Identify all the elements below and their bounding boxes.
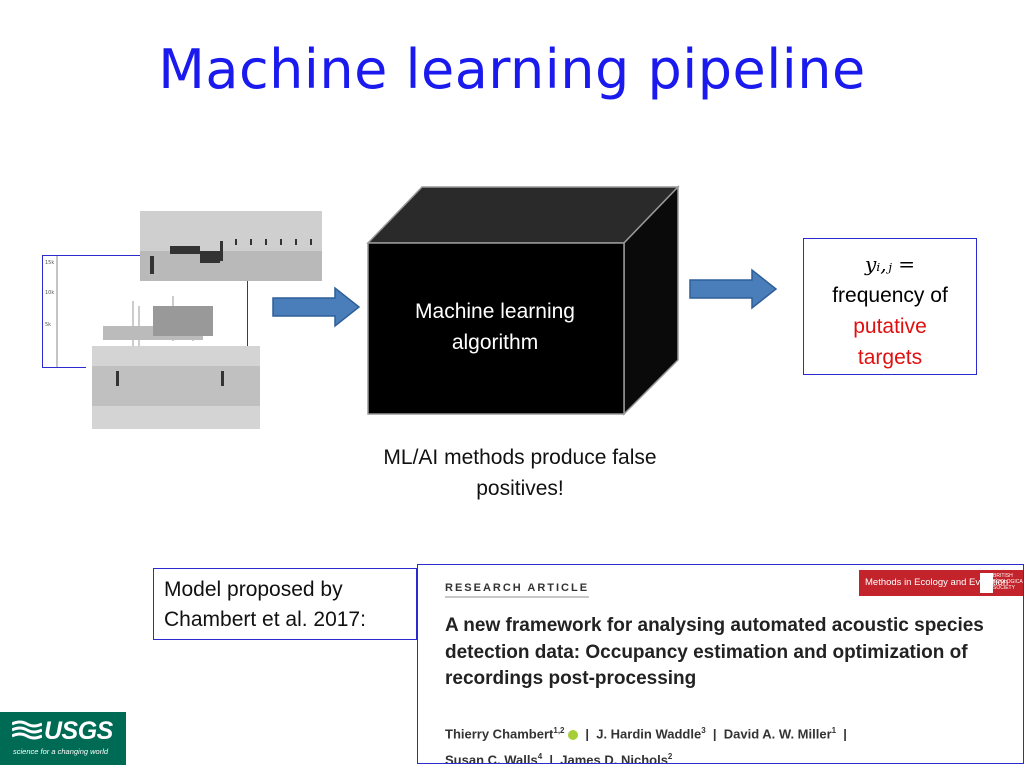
axis-tick-5k: 5k <box>45 322 51 328</box>
model-reference-box: Model proposed by Chambert et al. 2017: <box>153 568 417 640</box>
author-affiliation: 3 <box>701 726 706 735</box>
author-name: David A. W. Miller <box>723 726 832 742</box>
article-type-label: RESEARCH ARTICLE <box>445 582 590 598</box>
usgs-wave-icon <box>12 720 42 740</box>
orcid-icon <box>568 729 579 740</box>
author-name: Susan C. Walls <box>445 752 538 764</box>
usgs-wordmark: USGS <box>44 717 113 745</box>
axis-tick-10k: 10k <box>45 290 54 296</box>
usgs-logo: USGS science for a changing world <box>0 712 126 765</box>
paper-title: A new framework for analysing automated … <box>445 615 984 689</box>
author-name: J. Hardin Waddle <box>596 726 702 742</box>
model-line2: Chambert et al. 2017: <box>164 608 366 631</box>
algorithm-label-line1: Machine learning <box>415 300 575 323</box>
society-name: BRITISH ECOLOGICAL SOCIETY <box>993 573 1024 591</box>
arrow-to-output <box>688 268 778 310</box>
arrow-to-algorithm <box>271 286 361 328</box>
usgs-tagline: science for a changing world <box>13 747 109 756</box>
cube-icon <box>366 185 680 416</box>
axis-tick-15k: 15k <box>45 260 54 266</box>
spectrogram-front-image <box>86 346 260 429</box>
page-title: Machine learning pipeline <box>158 38 866 101</box>
output-formula: yᵢ,ⱼ = <box>864 252 916 276</box>
author-affiliation: 2 <box>667 752 673 762</box>
spectrogram-top <box>140 211 322 281</box>
author-list: Thierry Chambert1,2 | J. Hardin Waddle3 … <box>445 719 1020 764</box>
algorithm-label: Machine learning algorithm <box>368 296 622 358</box>
output-box: yᵢ,ⱼ = frequency of putative targets <box>803 238 977 375</box>
false-positive-caption: ML/AI methods produce false positives! <box>340 442 700 504</box>
spectrogram-front <box>86 346 260 429</box>
spectrogram-top-image <box>140 211 322 281</box>
caption-line1: ML/AI methods produce false <box>383 446 657 469</box>
algorithm-black-box <box>365 185 681 425</box>
output-line1: frequency of <box>832 284 948 307</box>
journal-name: Methods in Ecology and Evolution <box>865 577 1009 588</box>
output-line2: putative <box>853 315 927 338</box>
model-line1: Model proposed by <box>164 578 343 601</box>
author-affiliation: 1 <box>831 726 837 735</box>
author-name: Thierry Chambert <box>445 726 554 742</box>
author-affiliation: 1,2 <box>553 726 565 735</box>
author-affiliation: 4 <box>537 752 543 762</box>
caption-line2: positives! <box>476 477 564 500</box>
right-arrow-icon <box>689 268 778 310</box>
spectrogram-back-image: 15k 10k 5k <box>45 256 213 367</box>
paper-screenshot: RESEARCH ARTICLE Methods in Ecology and … <box>417 564 1024 764</box>
society-logo-icon <box>980 573 993 593</box>
journal-banner: Methods in Ecology and Evolution BRITISH… <box>859 570 1023 596</box>
output-line3: targets <box>857 346 923 369</box>
right-arrow-icon <box>272 286 361 328</box>
algorithm-label-line2: algorithm <box>451 331 539 354</box>
author-name: James D. Nichols <box>560 752 668 764</box>
